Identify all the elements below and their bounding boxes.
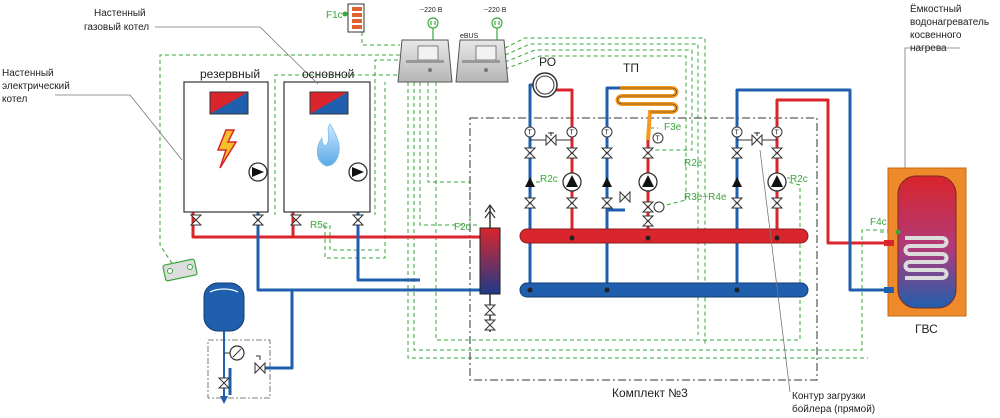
sensor-r2e: R2e [684, 158, 703, 169]
floor-heating-label: ТП [623, 61, 639, 75]
sensor-r5c: R5c [310, 220, 328, 231]
return-manifold [519, 282, 809, 298]
thermometer-icon [771, 126, 783, 138]
electric-boiler-label-line2: электрический [2, 81, 70, 92]
radiators-label: РО [539, 55, 556, 69]
expansion-vessel [203, 282, 245, 340]
reserve-electric-boiler [183, 81, 269, 213]
dhw-label: ГВС [915, 322, 938, 336]
annotations: Настенный газовый котел Настенный электр… [2, 3, 989, 415]
sensor-f1c: F1c [326, 10, 343, 21]
motor-icon [653, 201, 665, 213]
power-plugs [427, 17, 503, 40]
thermometer-glyph: T [605, 130, 610, 137]
manifold-taps [527, 235, 780, 293]
leader-lines [55, 26, 960, 393]
controller-ebus [455, 39, 509, 83]
thermometer-glyph: T [775, 130, 780, 137]
tank-label-line4: нагрева [910, 43, 947, 54]
heating-coil [903, 236, 949, 280]
electric-boiler-label-line1: Настенный [2, 68, 54, 79]
drain-arrow-icon [220, 396, 228, 404]
lightning-icon [216, 129, 238, 169]
loading-circuit-label-line1: Контур загрузки [792, 391, 866, 402]
signal-wiring [159, 13, 898, 359]
sensor-f2c: F2c [454, 222, 471, 233]
electric-boiler-label-line3: котел [2, 94, 28, 105]
boiler-valves [189, 214, 365, 226]
radiator-circuit [523, 72, 582, 209]
electric-boiler-module [162, 258, 198, 282]
kit-label: Комплект №3 [612, 386, 688, 400]
main-boiler-label: основной [302, 67, 354, 81]
controller-main [397, 39, 453, 83]
gas-boiler-label-line1: Настенный [94, 8, 146, 19]
tank-loading-circuit [730, 126, 787, 209]
flame-icon [316, 123, 340, 167]
sensor-f4c: F4c [870, 217, 887, 228]
reserve-boiler-label: резервный [200, 67, 260, 81]
radiator-icon [532, 72, 558, 98]
safety-group [217, 340, 266, 404]
thermometer-icon [524, 126, 536, 138]
sensor-r3e-r4e: R3e+R4e [684, 192, 727, 203]
thermometer-glyph: T [656, 136, 661, 143]
thermometer-glyph: T [528, 130, 533, 137]
voltage-label-2: ~220 В [484, 7, 507, 14]
hydraulic-separator [479, 203, 501, 332]
thermometer-glyph: T [735, 130, 740, 137]
tank-label-line1: Ёмкостный [910, 3, 961, 15]
tank-label-line2: водонагреватель [910, 17, 989, 28]
thermometer-icon [566, 126, 578, 138]
sensor-r2c-tank: R2c [790, 174, 808, 185]
gas-boiler-label-line2: газовый котел [84, 22, 149, 33]
floor-heating-circuit [600, 86, 679, 227]
thermometer-icon [601, 126, 613, 138]
sensor-r2c-radiators: R2c [540, 174, 558, 185]
ebus-label: eBUS [460, 33, 479, 40]
sensor-f3e: F3e [664, 122, 682, 133]
thermometer-icon [652, 132, 664, 144]
loading-circuit-label-line2: бойлера (прямой) [792, 403, 875, 415]
tank-label-line3: косвенного [910, 30, 962, 41]
voltage-label-1: ~220 В [420, 7, 443, 14]
supply-manifold [519, 228, 809, 244]
f1c-sensor [342, 3, 365, 33]
thermometer-icon [731, 126, 743, 138]
thermometer-glyph: T [570, 130, 575, 137]
storage-water-heater [884, 167, 967, 317]
main-gas-boiler [283, 81, 371, 213]
